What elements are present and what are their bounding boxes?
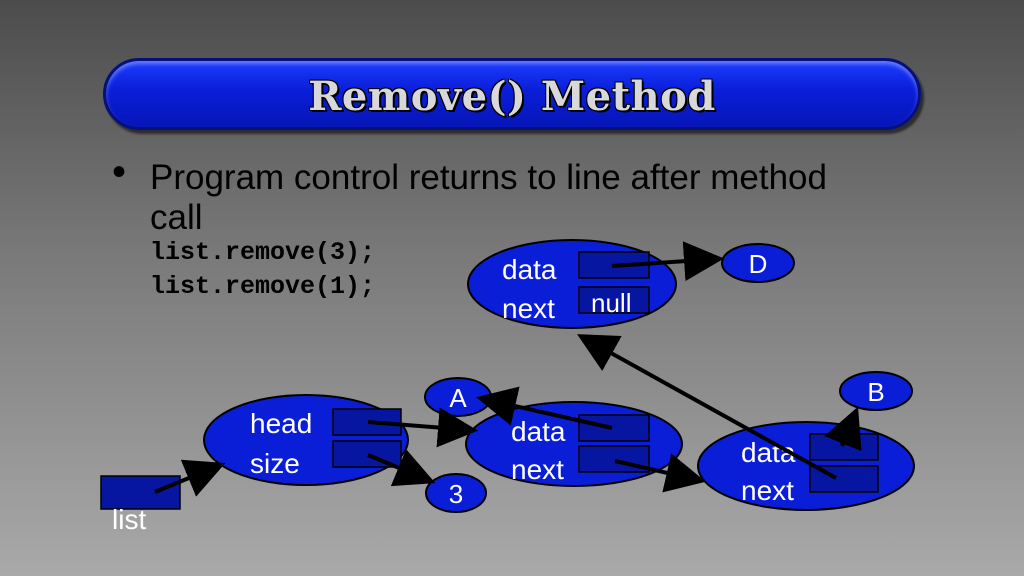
size-label: size: [250, 448, 300, 479]
node2-next-label: next: [741, 475, 794, 506]
arrow-size-to-value: [367, 449, 436, 487]
arrow-head-to-node1: [367, 407, 478, 448]
code-line-1: list.remove(3);: [150, 238, 376, 267]
node1-data-box: [578, 414, 650, 442]
arrow-node2-data-to-b: [824, 406, 862, 452]
node1-next-label: next: [511, 454, 564, 485]
arrow-node2-next-to-node3: [577, 334, 837, 480]
code-line-2: list.remove(1);: [150, 272, 376, 301]
arrow-list-to-object: [154, 459, 226, 497]
head-label: head: [250, 408, 312, 439]
value-b: [839, 371, 913, 411]
node-2: [697, 421, 915, 511]
list-pointer-box: [100, 475, 181, 510]
node3-next-label: next: [502, 293, 555, 324]
title-banner: Remove() Method: [103, 58, 921, 130]
value-d-label: D: [749, 249, 768, 279]
value-size-label: 3: [449, 479, 463, 509]
list-label: list: [112, 504, 147, 535]
node3-next-box: [578, 286, 650, 314]
node1-data-label: data: [511, 416, 566, 447]
arrow-node1-data-to-a: [476, 386, 613, 430]
bullet-icon: •: [112, 150, 127, 194]
bullet-text: Program control returns to line after me…: [150, 158, 827, 237]
arrow-node3-data-to-d: [611, 241, 724, 282]
slide-title: Remove() Method: [308, 73, 716, 120]
node3-data-label: data: [502, 254, 557, 285]
arrow-node1-next-to-node2: [614, 453, 706, 493]
node3-null-value: null: [591, 288, 631, 318]
value-size: [425, 473, 487, 513]
value-b-label: B: [867, 377, 884, 407]
value-a-label: A: [449, 383, 467, 413]
